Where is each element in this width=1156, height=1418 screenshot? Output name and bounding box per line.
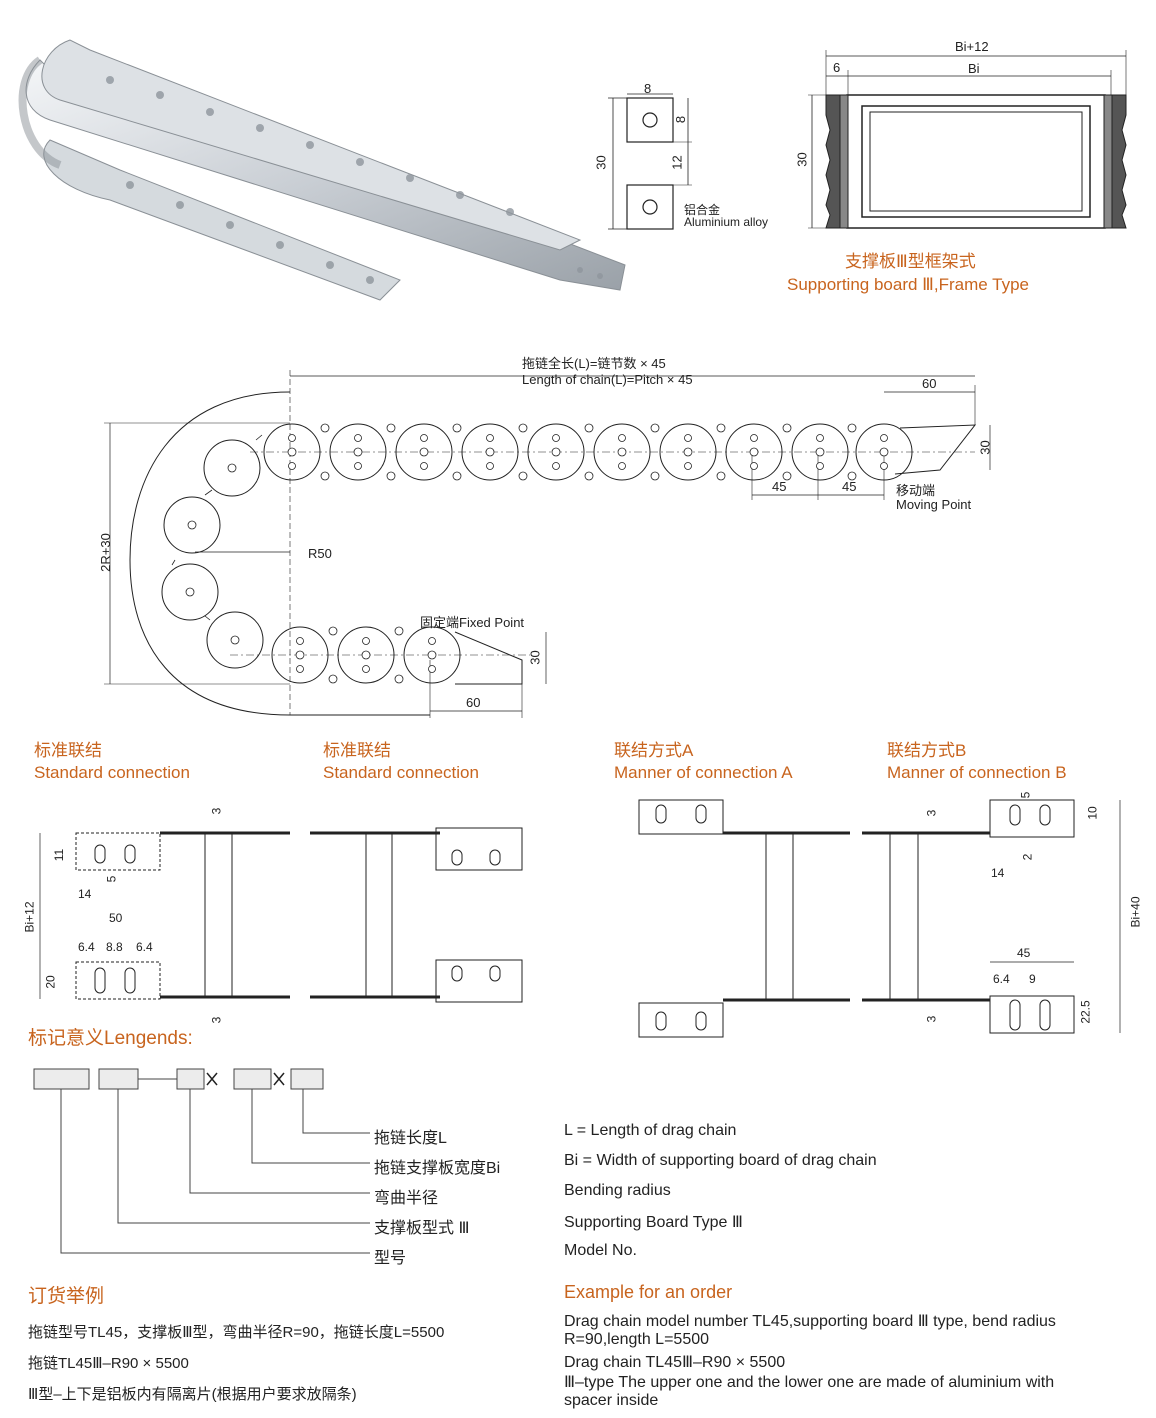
order-title-cn: 订货举例 <box>28 1286 105 1307</box>
b-dim-5: 5 <box>1018 791 1033 799</box>
chain-length-cn: 拖链全长(L)=链节数 × 45 <box>522 356 666 371</box>
profile-dim-12: 12 <box>669 155 685 170</box>
profile-section <box>608 93 692 230</box>
std1-title-en: Standard connection <box>34 763 190 782</box>
frame-dim-6: 6 <box>833 60 841 75</box>
legend-item-cn: 拖链支撑板宽度Bi <box>374 1160 501 1177</box>
order-en-line: Ⅲ–type The upper one and the lower one a… <box>564 1374 1055 1391</box>
chain-dim-2r30: 2R+30 <box>97 533 113 572</box>
std-dim-11: 11 <box>52 848 67 862</box>
frame-dim-bi12: Bi+12 <box>955 39 989 54</box>
legend-item-en: Model No. <box>564 1242 637 1259</box>
moving-point-cn: 移动端 <box>896 483 936 498</box>
b-dim-22-5: 22.5 <box>1078 1000 1093 1024</box>
chain-dim-60-bottom: 60 <box>466 695 481 710</box>
legend-item-en: Supporting Board Type Ⅲ <box>564 1214 743 1231</box>
b-dim-10: 10 <box>1085 806 1100 820</box>
order-title-en: Example for an order <box>564 1282 733 1302</box>
frame-board <box>808 50 1127 229</box>
b-dim-14: 14 <box>991 866 1005 880</box>
b-dim-9: 9 <box>1029 972 1036 986</box>
b-dim-45: 45 <box>1017 946 1031 960</box>
legend-item-cn: 拖链长度L <box>374 1130 447 1147</box>
order-en-line: Drag chain model number TL45,supporting … <box>564 1313 1056 1330</box>
frame-dim-bi: Bi <box>968 61 980 76</box>
frame-title-en: Supporting board Ⅲ,Frame Type <box>787 275 1029 294</box>
order-en-line: R=90,length L=5500 <box>564 1331 710 1348</box>
connection-drawings <box>39 799 1121 1038</box>
legend-item-en: Bi = Width of supporting board of drag c… <box>564 1152 877 1169</box>
chain-dim-45-b: 45 <box>842 479 857 494</box>
legend-item-cn: 弯曲半径 <box>374 1190 439 1207</box>
chain-dim-30-right: 30 <box>977 440 993 455</box>
std-dim-5: 5 <box>104 875 119 883</box>
std-dim-50: 50 <box>109 911 123 925</box>
b-dim-6-4: 6.4 <box>993 972 1010 986</box>
moving-point-en: Moving Point <box>896 497 972 512</box>
material-en: Aluminium alloy <box>684 215 769 229</box>
drag-chain-photo <box>18 39 626 301</box>
std-dim-6-4-a: 6.4 <box>78 940 95 954</box>
profile-dim-8-right: 8 <box>673 115 689 124</box>
std-dim-bi12: Bi+12 <box>22 901 37 933</box>
legend-diagram <box>33 1068 370 1254</box>
std2-title-cn: 标准联结 <box>323 741 391 760</box>
std1-title-cn: 标准联结 <box>34 741 102 760</box>
legend-title: 标记意义Lengends: <box>28 1028 193 1049</box>
chain-dim-45-a: 45 <box>772 479 787 494</box>
order-en-line: spacer inside <box>564 1392 659 1409</box>
chain-radius: R50 <box>308 546 332 561</box>
std-dim-8-8: 8.8 <box>106 940 123 954</box>
std-dim-14: 14 <box>78 887 92 901</box>
conn-b-title-cn: 联结方式B <box>887 741 967 760</box>
std-dim-3-top: 3 <box>209 807 224 815</box>
chain-dim-60-top: 60 <box>922 376 937 391</box>
std2-title-en: Standard connection <box>323 763 479 782</box>
std-dim-20: 20 <box>43 975 58 989</box>
b-dim-3-bottom: 3 <box>924 1015 939 1023</box>
frame-title-cn: 支撑板Ⅲ型框架式 <box>845 252 976 271</box>
b-dim-bi40: Bi+40 <box>1128 896 1143 928</box>
conn-a-title-en: Manner of connection A <box>614 763 793 782</box>
legend-item-cn: 支撑板型式 Ⅲ <box>374 1220 470 1237</box>
order-en-line: Drag chain TL45Ⅲ–R90 × 5500 <box>564 1354 786 1371</box>
profile-dim-8-top: 8 <box>644 81 652 96</box>
order-cn-line: 拖链TL45Ⅲ–R90 × 5500 <box>28 1355 189 1372</box>
std-dim-3-bottom: 3 <box>209 1016 224 1024</box>
order-cn-line: Ⅲ型–上下是铝板内有隔离片(根据用户要求放隔条) <box>28 1386 357 1403</box>
conn-b-title-en: Manner of connection B <box>887 763 1067 782</box>
chain-length-en: Length of chain(L)=Pitch × 45 <box>522 372 693 387</box>
std-dim-6-4-b: 6.4 <box>136 940 153 954</box>
material-cn: 铝合金 <box>684 203 721 217</box>
chain-dim-30-bottom: 30 <box>527 650 543 665</box>
profile-dim-30: 30 <box>593 155 609 170</box>
b-dim-2: 2 <box>1020 853 1035 861</box>
fixed-point: 固定端Fixed Point <box>420 615 525 630</box>
order-cn-line: 拖链型号TL45，支撑板Ⅲ型，弯曲半径R=90，拖链长度L=5500 <box>28 1324 445 1341</box>
legend-item-en: L = Length of drag chain <box>564 1122 737 1139</box>
chain-drawing <box>104 370 991 718</box>
b-dim-3-top: 3 <box>924 809 939 817</box>
frame-dim-30: 30 <box>794 152 810 167</box>
legend-item-en: Bending radius <box>564 1182 671 1199</box>
conn-a-title-cn: 联结方式A <box>614 741 694 760</box>
legend-item-cn: 型号 <box>374 1250 407 1267</box>
